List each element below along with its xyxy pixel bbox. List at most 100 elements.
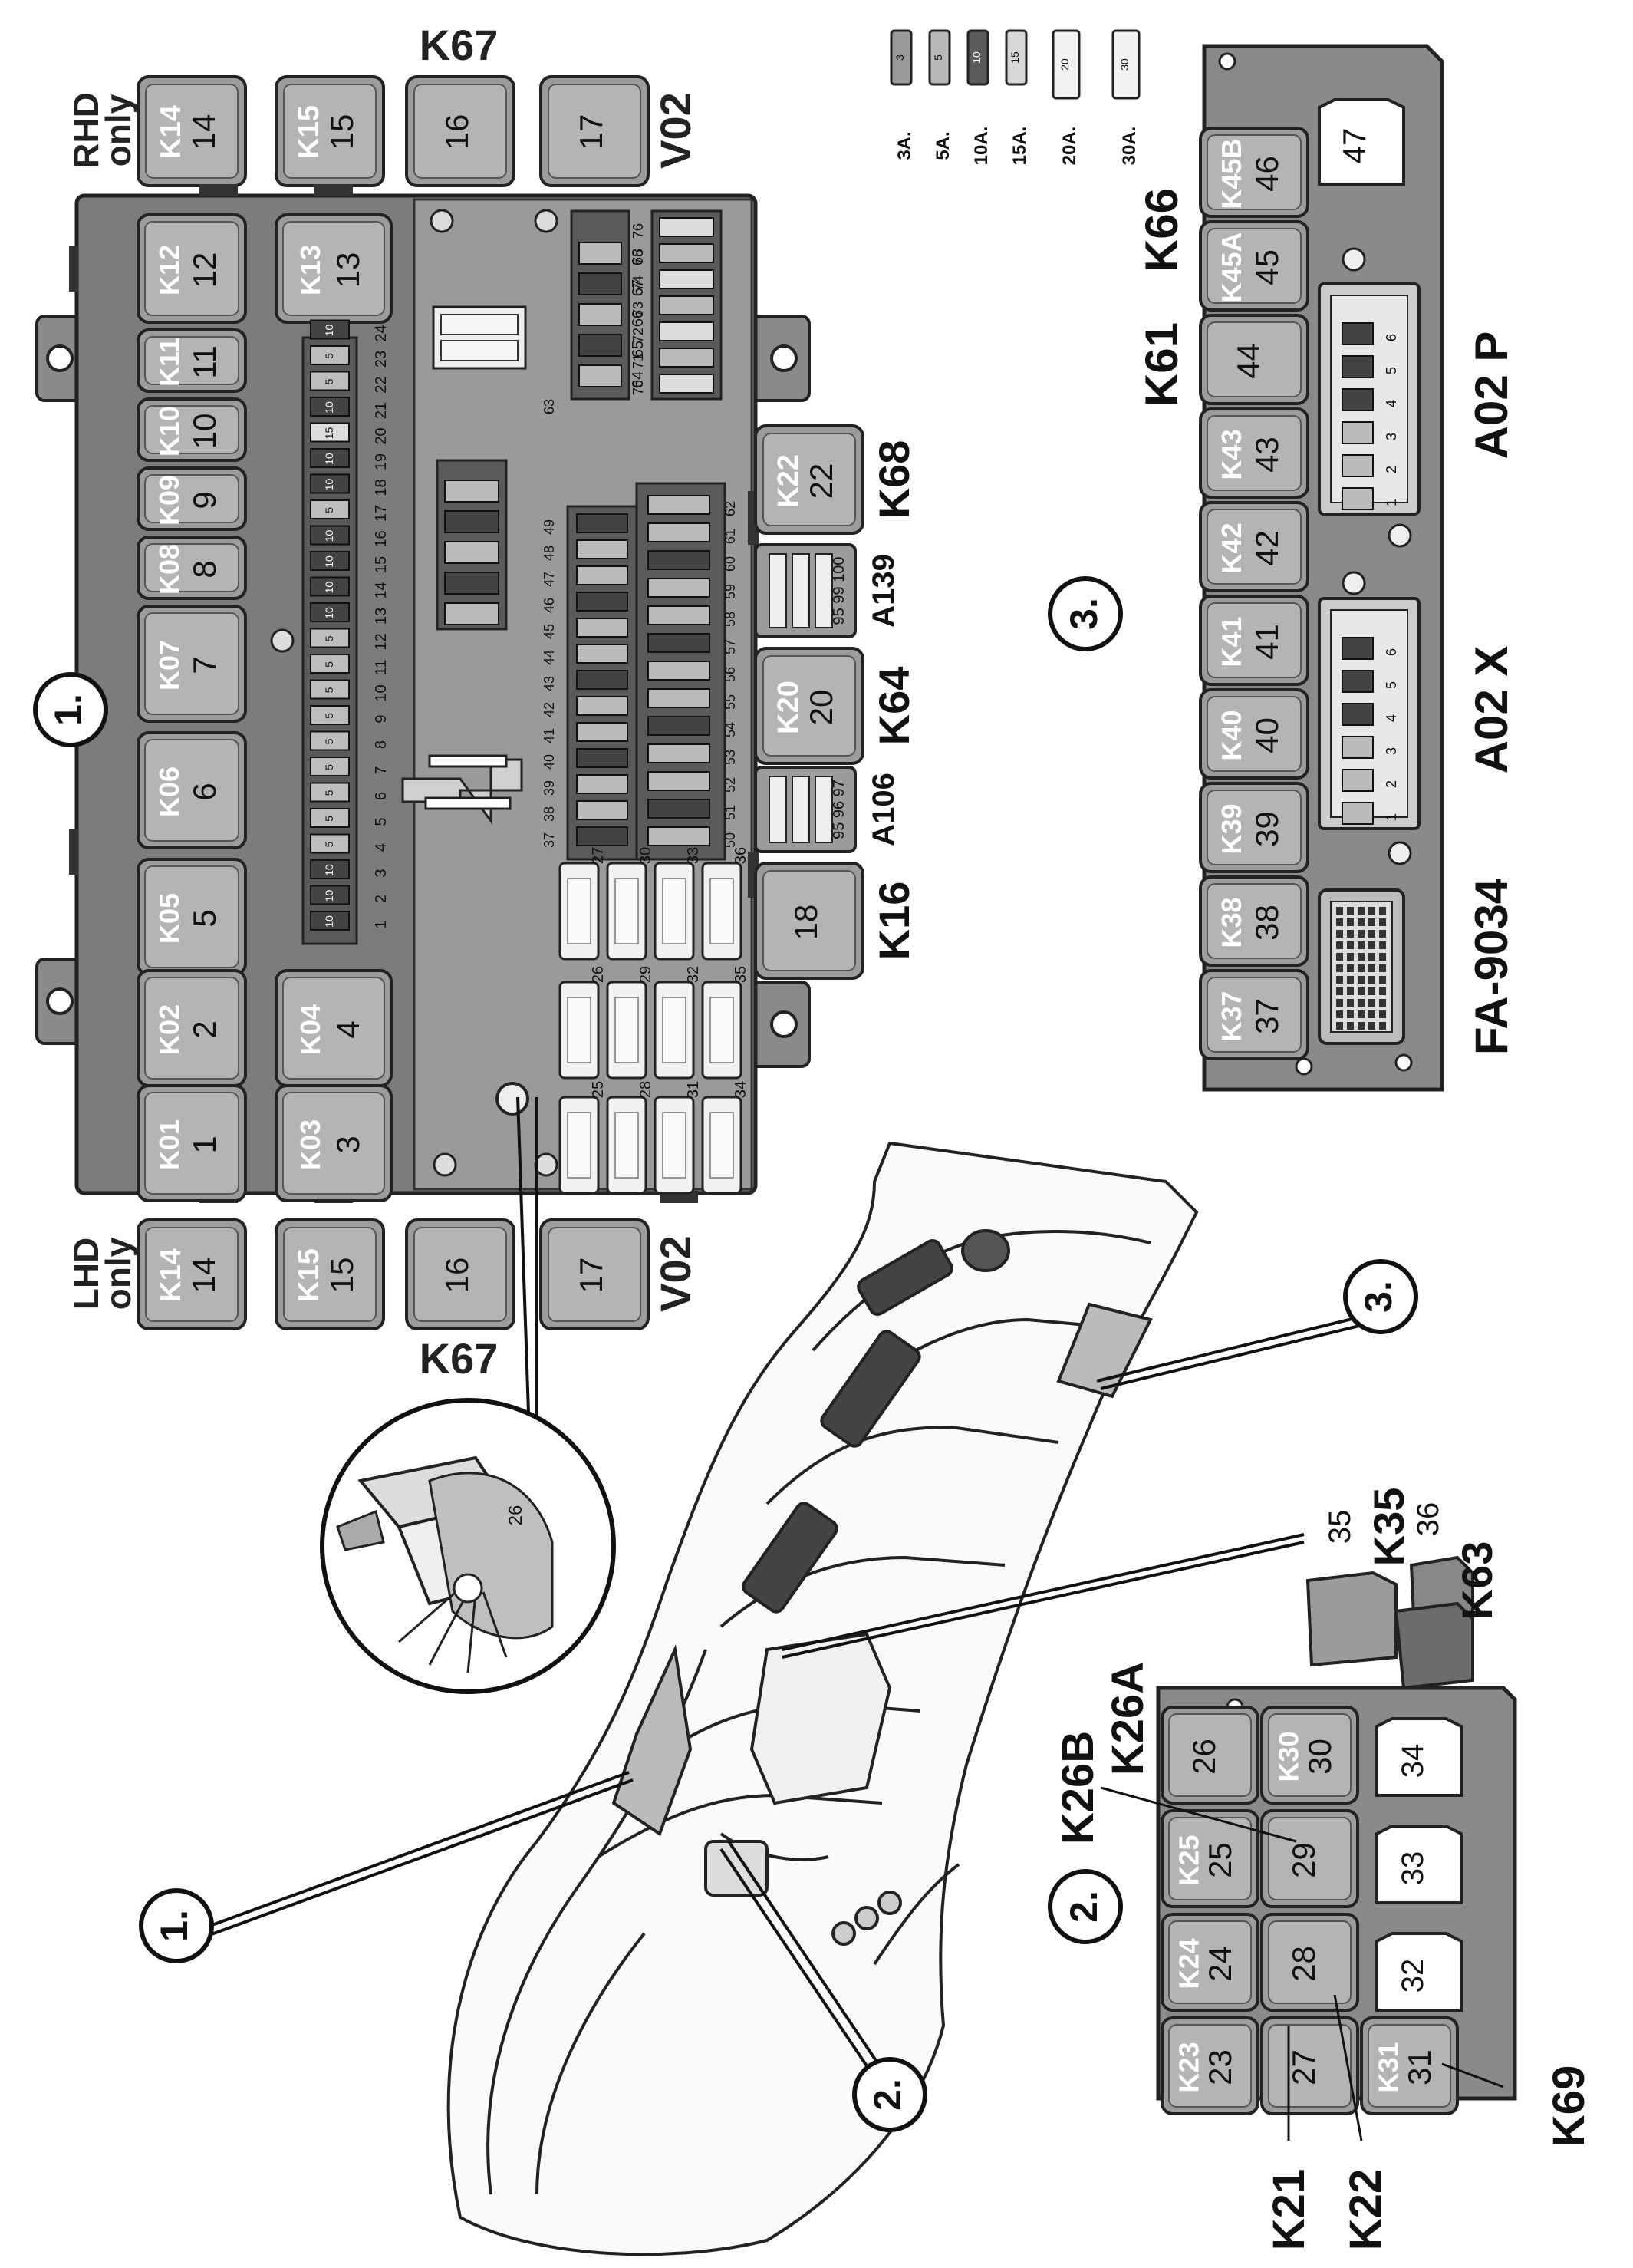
- pin: [1336, 953, 1343, 961]
- module-pos-2: 2: [1384, 780, 1399, 788]
- relay-4-num: 4: [330, 1020, 366, 1038]
- fuse-70: [659, 374, 714, 394]
- relay-28: 28: [1260, 1913, 1359, 2012]
- fuse-42-num: 42: [542, 702, 557, 717]
- fuse-5-num: 5: [373, 817, 390, 826]
- module-fuse: [1342, 355, 1374, 378]
- fuse-40-num: 40: [542, 754, 557, 770]
- rhd-label: RHDonly: [66, 92, 138, 169]
- pin: [1379, 907, 1386, 915]
- fuse-57-num: 57: [723, 639, 738, 654]
- fuse-48-num: 48: [542, 546, 557, 561]
- pin: [1336, 941, 1343, 949]
- fuse-23-num: 23: [373, 351, 390, 368]
- relay-12-code: K12: [153, 245, 185, 295]
- fuse-19-rating: 10: [323, 453, 335, 465]
- relay-40-num: 40: [1249, 717, 1285, 753]
- fuse-70-label: 70: [630, 380, 646, 395]
- fuse-74: [659, 269, 714, 289]
- fuse-2-num: 2: [373, 895, 390, 903]
- a139-label: A139: [867, 554, 900, 628]
- relay-45-code: K45A: [1216, 232, 1247, 302]
- legend-rating-20: 20A.: [1059, 127, 1080, 166]
- relay-40-code: K40: [1216, 710, 1247, 760]
- fuse-6-num: 6: [373, 792, 390, 800]
- fuse-11-rating: 5: [323, 661, 335, 668]
- mini-fuse: [444, 572, 499, 595]
- relay-k14-code: K14: [155, 105, 187, 159]
- fuse-17: [310, 499, 350, 519]
- legend-fuse-30: [1111, 29, 1141, 100]
- fuse-33-num: 33: [685, 847, 702, 864]
- panel-2-callout: 2.: [1048, 1869, 1123, 1944]
- pin: [1358, 1010, 1365, 1018]
- fuse-7-rating: 5: [323, 764, 335, 770]
- pin: [1379, 987, 1386, 995]
- fuse-6-rating: 5: [323, 790, 335, 796]
- fuse-20-rating: 15: [323, 427, 335, 440]
- fuse-36-num: 36: [733, 847, 749, 864]
- panel-2-callout-text: 2.: [1062, 1891, 1105, 1923]
- a02x-label: A02 X: [1466, 646, 1517, 774]
- fuse-14: [310, 576, 350, 597]
- fuse-66-num: 66: [630, 310, 647, 327]
- k21-label: K21: [1264, 2169, 1314, 2250]
- socket-33: 33: [1375, 1825, 1463, 1904]
- rhd-relays: RHDonly K14 14 K15 15 16 17 K67 V02: [66, 21, 700, 187]
- relay-k15-code: K15: [293, 105, 325, 159]
- fuse-13: [310, 602, 350, 622]
- relay-k14-num: 14: [186, 114, 222, 150]
- fuse-35-num: 35: [733, 966, 749, 983]
- detail-number: 26: [505, 1505, 526, 1526]
- fuse-10: [310, 679, 350, 700]
- fuse-37-num: 37: [542, 832, 557, 848]
- relay-10-code: K10: [153, 406, 185, 457]
- fuse-73-label: 73: [630, 302, 646, 317]
- relay-10-num: 10: [186, 414, 222, 450]
- fuse-31-num: 31: [685, 1081, 702, 1098]
- legend-fuse-20-value: 20: [1058, 58, 1071, 71]
- pin: [1379, 941, 1386, 949]
- fuse-15-rating: 10: [323, 555, 335, 568]
- pin: [1358, 964, 1365, 972]
- fuse-42: [576, 696, 628, 716]
- relay-38-num: 38: [1249, 905, 1285, 941]
- fuse-51: [647, 799, 710, 819]
- pin: [1368, 930, 1375, 938]
- fuse-45: [576, 618, 628, 638]
- relay-43-code: K43: [1216, 429, 1247, 480]
- fuse-46-num: 46: [542, 598, 557, 613]
- dashboard-drawing: [446, 1141, 1199, 2256]
- fuse-18-rating: 10: [323, 479, 335, 491]
- relay-11-code: K11: [153, 338, 185, 387]
- pin: [1358, 930, 1365, 938]
- relay-41-num: 41: [1249, 624, 1285, 660]
- relay-25-num: 25: [1202, 1842, 1238, 1878]
- fuse-72: [659, 321, 714, 341]
- module-pos-1: 1: [1384, 499, 1399, 506]
- relay-42-num: 42: [1249, 530, 1285, 566]
- relay-29: 29: [1260, 1809, 1359, 1908]
- fuse-39: [576, 774, 628, 794]
- vehicle-callout-1-text: 1.: [153, 1910, 196, 1942]
- fuse-21-rating: 10: [323, 401, 335, 414]
- legend-fuse-5-value: 5: [932, 54, 944, 61]
- panel-2-leaders: [1100, 1786, 1504, 2141]
- panel-3-callout-text: 3.: [1062, 598, 1105, 630]
- socket-34: 34: [1375, 1717, 1463, 1797]
- pin: [1336, 1010, 1343, 1018]
- pin: [1347, 976, 1354, 984]
- lhd-k14-num: 14: [186, 1258, 222, 1294]
